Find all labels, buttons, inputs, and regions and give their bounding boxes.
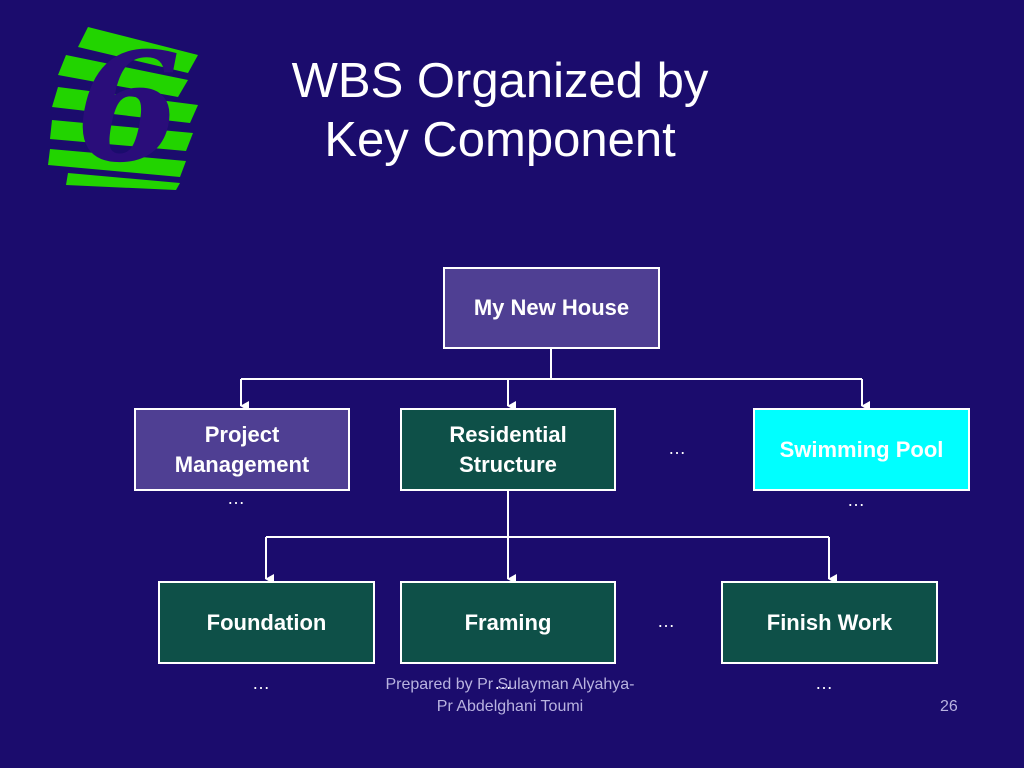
ellipsis-under-swimming-pool: … xyxy=(847,490,868,510)
node-label: Foundation xyxy=(206,609,327,635)
logo-six-icon: 6 xyxy=(48,25,198,190)
node-finish-work: Finish Work xyxy=(721,581,938,664)
node-project-management: Project Management xyxy=(134,408,350,491)
logo-glyph: 6 xyxy=(76,25,180,190)
node-swimming-pool: Swimming Pool xyxy=(753,408,970,491)
node-foundation: Foundation xyxy=(158,581,375,664)
ellipsis-under-foundation: … xyxy=(252,673,273,693)
footer-line-2: Pr Abdelghani Toumi xyxy=(436,698,584,715)
ellipsis-level1-between: … xyxy=(668,438,689,458)
footer-credits: Prepared by Pr Sulayman Alyahya- Pr Abde… xyxy=(330,674,690,718)
node-label: Swimming Pool xyxy=(779,436,944,462)
node-label: My New House xyxy=(473,295,630,320)
node-label: Project Management xyxy=(174,421,310,477)
node-label: Framing xyxy=(464,609,552,635)
node-residential-structure: Residential Structure xyxy=(400,408,616,491)
footer-line-1: Prepared by Pr Sulayman Alyahya- xyxy=(385,676,635,693)
node-framing: Framing xyxy=(400,581,616,664)
ellipsis-level2-between: … xyxy=(657,611,678,631)
node-label: Residential Structure xyxy=(449,421,567,477)
title-line-2: Key Component xyxy=(324,113,676,167)
node-my-new-house: My New House xyxy=(443,267,660,349)
ellipsis-under-framing: … xyxy=(494,673,515,693)
page-number: 26 xyxy=(940,698,958,715)
node-label: Finish Work xyxy=(766,609,893,635)
slide-title: WBS Organized by Key Component xyxy=(250,52,750,170)
title-line-1: WBS Organized by xyxy=(291,54,709,108)
ellipsis-under-finish-work: … xyxy=(815,673,836,693)
ellipsis-under-project-management: … xyxy=(227,488,248,508)
